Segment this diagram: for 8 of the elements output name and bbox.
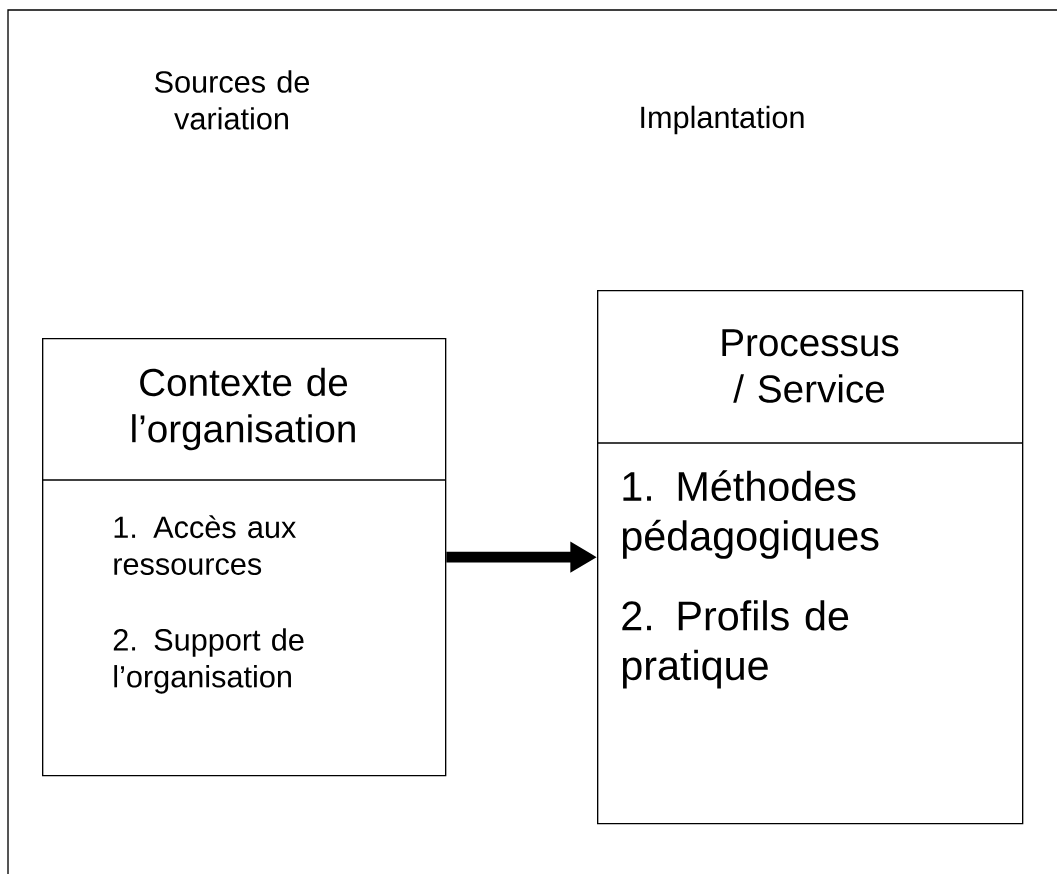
list-item: 2. Support de l’organisation bbox=[113, 628, 304, 694]
list-item: 1. Méthodes pédagogiques bbox=[622, 470, 879, 559]
box-heading: Processus / Service bbox=[722, 329, 899, 403]
list-item: 1. Accès aux ressources bbox=[114, 515, 296, 575]
column-heading: Sources de variation bbox=[155, 70, 310, 130]
list-item: 2. Profils de pratique bbox=[622, 600, 849, 689]
box-heading: Contexte de l’organisation bbox=[132, 367, 355, 451]
column-heading: Implantation bbox=[641, 105, 804, 135]
